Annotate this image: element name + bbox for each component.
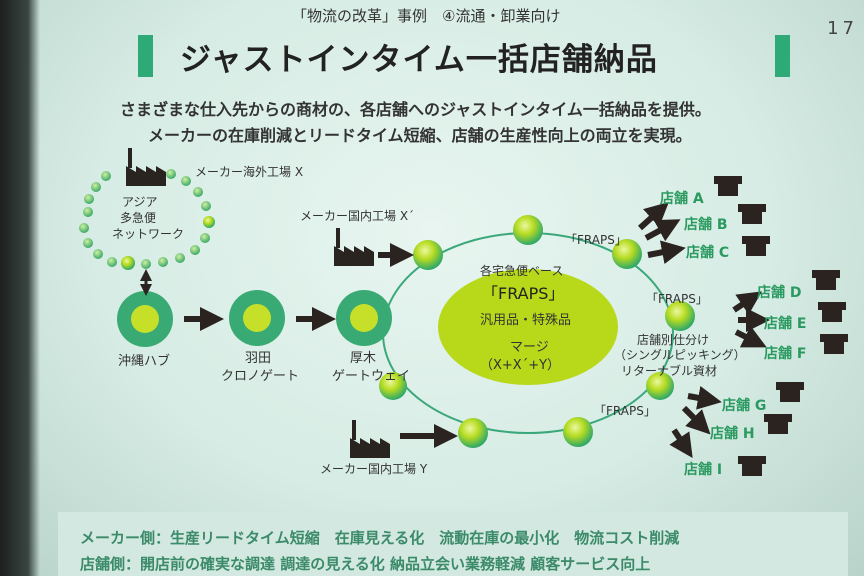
label-hub-haneda-2: クロノゲート — [221, 369, 300, 384]
label-center-merge-1: マージ — [510, 340, 549, 355]
store-icon-h — [764, 414, 792, 434]
label-factory-domestic-1: メーカー国内工場 X´ — [300, 209, 415, 223]
label-center-goods: 汎用品・特殊品 — [480, 313, 572, 328]
page-title: ジャストインタイム一括店舗納品 — [180, 42, 658, 78]
store-label-i: 店舗 I — [684, 462, 723, 478]
store-icon-g — [776, 382, 804, 402]
label-center-merge-2: （X+X´+Y） — [480, 358, 561, 373]
store-icon-c — [742, 236, 770, 256]
store-icons — [714, 176, 848, 476]
hub-haneda — [229, 290, 285, 346]
benefits-maker-label: メーカー側： — [80, 529, 171, 547]
store-label-g: 店舗 G — [722, 398, 767, 414]
benefits-maker: メーカー側：生産リードタイム短縮 在庫見える化 流動在庫の最小化 物流コスト削減 — [80, 527, 679, 548]
factory-icon-overseas — [126, 148, 166, 186]
store-icon-f — [820, 334, 848, 354]
label-fraps-right: 「FRAPS」 — [646, 292, 708, 306]
label-center-fraps: 「FRAPS」 — [482, 284, 565, 303]
label-factory-overseas: メーカー海外工場 X — [195, 165, 304, 179]
label-sorting-2: （シングルピッキング） — [614, 348, 746, 362]
label-hub-atsugi-2: ゲートウェイ — [332, 369, 411, 384]
label-hub-okinawa: 沖縄ハブ — [118, 354, 171, 369]
hub-atsugi — [336, 290, 392, 346]
benefits-panel — [58, 512, 848, 576]
label-center-base: 各宅急便ベース — [480, 264, 564, 278]
store-icon-b — [738, 204, 766, 224]
store-icon-e — [818, 302, 846, 322]
factory-icon-domestic-1 — [334, 228, 374, 266]
benefits-store-text: 開店前の確実な調達 調達の見える化 納品立会い業務軽減 顧客サービス向上 — [140, 555, 651, 573]
store-label-c: 店舗 C — [686, 245, 730, 261]
label-hub-atsugi-1: 厚木 — [350, 351, 377, 366]
label-asia-2: 多急便 — [120, 211, 157, 225]
subtitle-line-2: メーカーの在庫削減とリードタイム短縮、店舗の生産性向上の両立を実現。 — [148, 126, 692, 145]
store-label-d: 店舗 D — [757, 285, 802, 301]
label-sorting-3: リターナブル資材 — [621, 364, 718, 378]
store-label-h: 店舗 H — [710, 426, 755, 442]
label-asia-3: ネットワーク — [112, 227, 185, 241]
label-fraps-lower: 「FRAPS」 — [594, 404, 656, 418]
benefits-store-label: 店舗側： — [80, 555, 141, 573]
store-label-f: 店舗 F — [764, 346, 807, 362]
orbit-nodes — [379, 215, 695, 448]
label-fraps-upper: 「FRAPS」 — [565, 233, 627, 247]
label-asia-1: アジア — [122, 195, 158, 209]
title-bar-left — [138, 35, 153, 77]
factory-icon-domestic-2 — [350, 420, 390, 458]
benefits-maker-text: 生産リードタイム短縮 在庫見える化 流動在庫の最小化 物流コスト削減 — [170, 529, 680, 547]
store-icon-d — [812, 270, 840, 290]
store-icon-a — [714, 176, 742, 196]
fraps-center-node — [438, 269, 618, 385]
store-icon-i — [738, 456, 766, 476]
label-factory-domestic-2: メーカー国内工場 Y — [320, 462, 428, 476]
subtitle-line-1: さまざまな仕入先からの商材の、各店舗へのジャストインタイム一括納品を提供。 — [120, 100, 711, 119]
store-label-a: 店舗 A — [660, 191, 704, 207]
title-bar-right — [775, 35, 790, 77]
label-sorting-1: 店舗別仕分け — [637, 333, 710, 347]
asia-network-ring — [79, 169, 215, 270]
label-hub-haneda-1: 羽田 — [245, 351, 272, 366]
flow-arrows — [140, 201, 770, 458]
benefits-store: 店舗側：開店前の確実な調達 調達の見える化 納品立会い業務軽減 顧客サービス向上 — [80, 553, 650, 574]
slide-category: 「物流の改革」事例 ④流通・卸業向け — [292, 7, 561, 25]
hub-okinawa — [117, 291, 173, 347]
page-number: 17 — [827, 18, 858, 39]
store-label-e: 店舗 E — [764, 316, 807, 332]
store-label-b: 店舗 B — [684, 217, 728, 233]
